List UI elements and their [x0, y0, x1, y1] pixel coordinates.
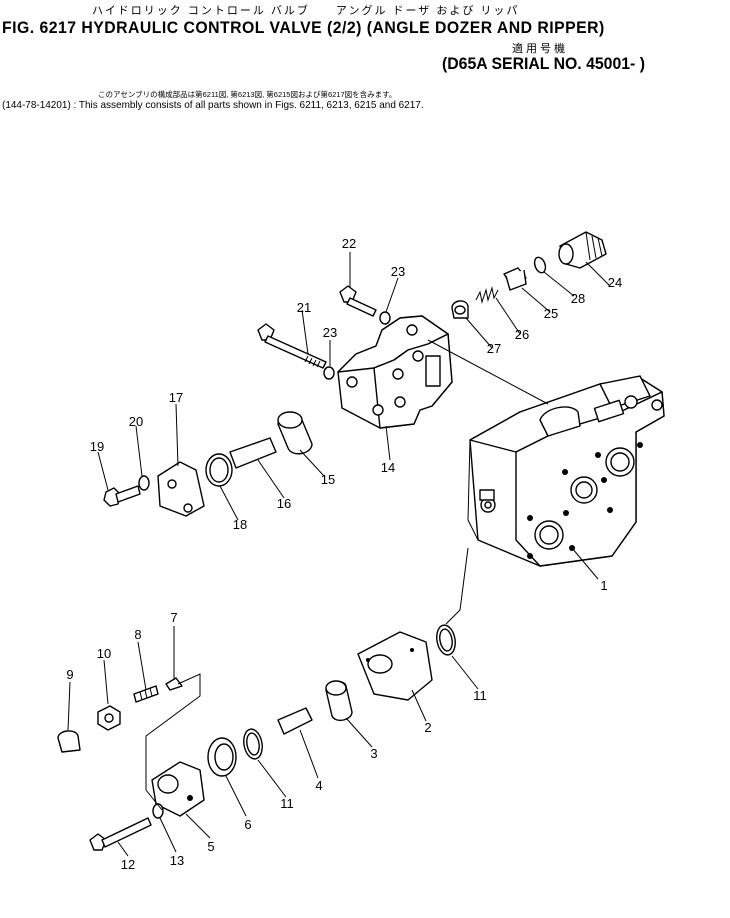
callout-10: 10 [97, 646, 111, 661]
callout-12: 12 [121, 857, 135, 872]
callout-17: 17 [169, 390, 183, 405]
japanese-assembly-note: このアセンブリの構成部品は第6211図, 第6213図, 第6215図および第6… [98, 90, 397, 99]
callout-24: 24 [608, 275, 622, 290]
serial-number-label: (D65A SERIAL NO. 45001- ) [442, 54, 645, 73]
callout-7: 7 [170, 610, 177, 625]
callout-3: 3 [370, 746, 377, 761]
callout-28: 28 [571, 291, 585, 306]
callout-15: 15 [321, 472, 335, 487]
leader-lines [67, 252, 611, 857]
callout-13: 13 [170, 853, 184, 868]
valve-body-drawing [467, 375, 665, 567]
callout-8: 8 [134, 627, 141, 642]
left-middle-parts-drawing [103, 411, 313, 517]
callout-14: 14 [381, 460, 395, 475]
callout-19: 19 [90, 439, 104, 454]
part-number-callouts: 1 2 3 4 5 6 7 8 9 10 11 11 12 13 14 15 1… [66, 236, 622, 872]
lower-parts-drawing [57, 624, 456, 851]
callout-1: 1 [600, 578, 607, 593]
callout-4: 4 [315, 778, 322, 793]
callout-22: 22 [342, 236, 356, 251]
callout-18: 18 [233, 517, 247, 532]
japanese-applicable-label: 適用号機 [512, 43, 568, 55]
upper-small-parts-drawing [257, 231, 607, 380]
callout-25: 25 [544, 306, 558, 321]
callout-23-upper: 23 [391, 264, 405, 279]
figure-title: FIG. 6217 HYDRAULIC CONTROL VALVE (2/2) … [2, 18, 605, 37]
callout-21: 21 [297, 300, 311, 315]
callout-2: 2 [424, 720, 431, 735]
callout-5: 5 [207, 839, 214, 854]
callout-11-right: 11 [473, 688, 487, 703]
callout-26: 26 [515, 327, 529, 342]
callout-9: 9 [66, 667, 73, 682]
cover-block-drawing [337, 315, 453, 429]
callout-27: 27 [487, 341, 501, 356]
callout-23-lower: 23 [323, 325, 337, 340]
callout-16: 16 [277, 496, 291, 511]
japanese-title: ハイドロリック コントロール バルブ アングル ドーザ および リッパ [92, 5, 520, 17]
assembly-note: (144-78-14201) : This assembly consists … [2, 99, 424, 111]
callout-6: 6 [244, 817, 251, 832]
callout-20: 20 [129, 414, 143, 429]
callout-11-left: 11 [280, 796, 294, 811]
